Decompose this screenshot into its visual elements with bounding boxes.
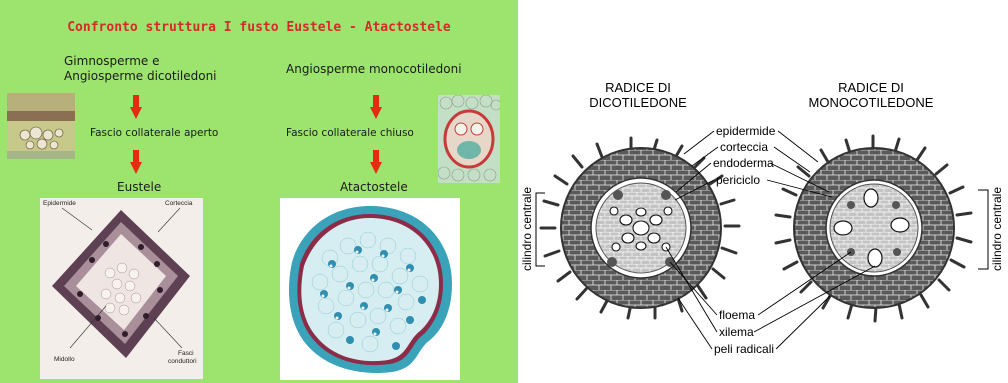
dicot-title-line1: RADICE DI [605, 80, 671, 95]
bundles-label-line2: conduttori [168, 358, 197, 365]
left-stele-type: Eustele [117, 180, 161, 194]
left-group-line2: Angiosperme dicotiledoni [64, 69, 217, 83]
epidermis-label: epidermide [716, 124, 776, 138]
monocot-title-line1: RADICE DI [838, 80, 904, 95]
bundles-label-line1: Fasci [178, 350, 194, 357]
central-cylinder-label-right: cilindro centrale [990, 187, 1004, 271]
down-arrow-icon [130, 95, 142, 119]
left-group-line1: Gimnosperme e [64, 54, 160, 68]
eustele-detail-photo [7, 93, 75, 159]
root-hairs-label: peli radicali [714, 342, 774, 356]
central-cylinder-bracket-right [978, 190, 988, 269]
right-bundle-type: Fascio collaterale chiuso [286, 126, 414, 140]
atactostele-detail-photo [438, 95, 500, 183]
dicot-title-line2: DICOTILEDONE [589, 95, 687, 110]
left-bundle-type: Fascio collaterale aperto [90, 126, 218, 140]
down-arrow-icon [370, 95, 382, 119]
cortex-label: Corteccia [165, 200, 192, 207]
root-diagram-canvas: RADICE DI DICOTILEDONE RADICE DI MONOCOT… [518, 0, 1008, 383]
slide-title: Confronto struttura I fusto Eustele - At… [0, 20, 518, 35]
central-cylinder-label-left: cilindro centrale [520, 187, 534, 271]
monocot-title-line2: MONOCOTILEDONE [809, 95, 934, 110]
down-arrow-icon [370, 150, 382, 174]
endodermis-label: endoderma [713, 156, 774, 170]
right-group: Angiosperme monocotiledoni [286, 62, 462, 76]
down-arrow-icon [130, 150, 142, 174]
xylem-label: xilema [719, 325, 754, 339]
right-stele-type: Atactostele [340, 180, 408, 194]
cortex-label: corteccia [720, 140, 768, 154]
pith-label: Midollo [54, 356, 75, 363]
eustele-stem-photo: Epidermide Corteccia Midollo Fasci condu… [40, 198, 203, 379]
pericycle-label: periciclo [716, 173, 760, 187]
stem-comparison-slide: Confronto struttura I fusto Eustele - At… [0, 0, 518, 383]
atactostele-stem-photo [280, 198, 460, 380]
epidermis-label: Epidermide [43, 200, 76, 207]
phloem-label: floema [719, 308, 755, 322]
root-cross-section-diagram: RADICE DI DICOTILEDONE RADICE DI MONOCOT… [518, 0, 1008, 383]
